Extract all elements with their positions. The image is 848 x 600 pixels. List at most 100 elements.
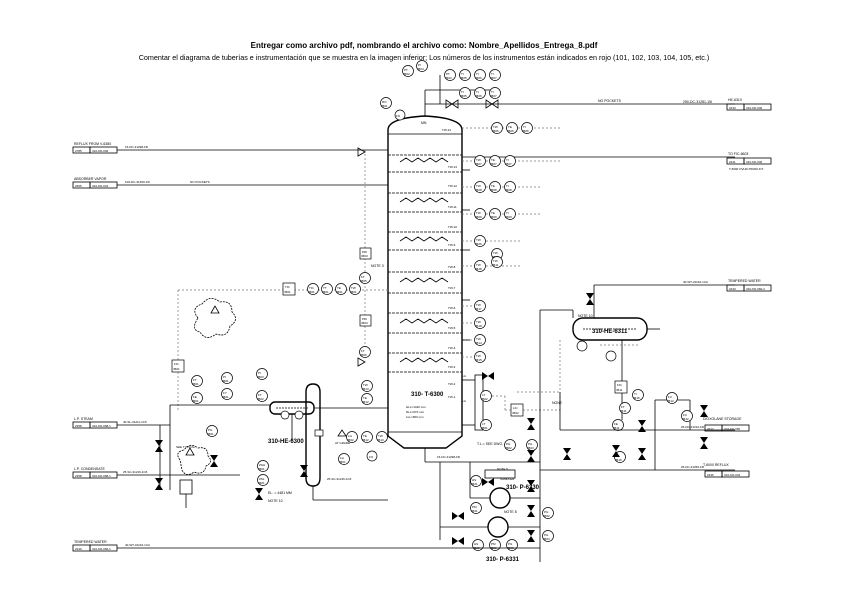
svg-text:TW: TW [476, 354, 481, 358]
svg-text:310-KD-046: 310-KD-046 [746, 106, 763, 110]
svg-text:TW: TW [493, 125, 498, 129]
svg-text:4506: 4506 [360, 353, 367, 357]
svg-text:4513: 4513 [362, 387, 369, 391]
svg-text:4501: 4501 [258, 481, 265, 485]
svg-text:TW-8: TW-8 [448, 265, 456, 269]
svg-text:TI: TI [461, 90, 464, 94]
svg-text:NO POCKETS: NO POCKETS [598, 99, 622, 103]
svg-text:PT: PT [446, 72, 450, 76]
svg-text:TI: TI [491, 72, 494, 76]
svg-text:310-KD-060-1: 310-KD-060-1 [92, 547, 111, 551]
svg-text:2433: 2433 [729, 106, 736, 110]
svg-text:TW-4: TW-4 [448, 346, 456, 350]
svg-text:TI: TI [506, 184, 509, 188]
svg-text:TE: TE [491, 158, 495, 162]
svg-text:TW-3: TW-3 [448, 365, 456, 369]
svg-text:4521: 4521 [471, 482, 478, 486]
svg-text:SAMPLER: SAMPLER [500, 477, 515, 481]
svg-text:4501: 4501 [284, 290, 291, 294]
svg-text:FIC: FIC [174, 362, 180, 366]
svg-text:4501: 4501 [173, 367, 180, 371]
svg-text:PG: PG [506, 442, 511, 446]
svg-text:4503: 4503 [257, 375, 264, 379]
svg-text:TW: TW [476, 320, 481, 324]
svg-text:TEMPERED WATER: TEMPERED WATER [728, 279, 761, 283]
svg-text:TI: TI [461, 72, 464, 76]
svg-text:FE: FE [614, 422, 618, 426]
svg-text:PI: PI [223, 375, 226, 379]
svg-text:SEE TYPICAL: SEE TYPICAL [176, 445, 196, 449]
svg-text:TW: TW [476, 238, 481, 242]
svg-text:LT: LT [482, 393, 485, 397]
svg-text:FE: FE [193, 395, 197, 399]
svg-text:4517: 4517 [475, 307, 482, 311]
svg-text:TW-2: TW-2 [448, 382, 456, 386]
svg-text:310-KD-068-1: 310-KD-068-1 [92, 474, 111, 478]
svg-text:TI: TI [506, 158, 509, 162]
column-tag: 310- T-6300 [411, 392, 444, 398]
svg-text:4507: 4507 [490, 76, 497, 80]
svg-text:FIC: FIC [617, 383, 623, 387]
svg-text:TW: TW [363, 383, 368, 387]
svg-text:RO: RO [382, 100, 387, 104]
svg-text:TW: TW [476, 158, 481, 162]
svg-text:TIC: TIC [309, 286, 315, 290]
svg-text:16-DC-31298-15I: 16-DC-31298-15I [125, 145, 148, 149]
svg-text:4511: 4511 [616, 388, 623, 392]
svg-text:FT: FT [258, 393, 262, 397]
svg-text:4511: 4511 [492, 263, 499, 267]
svg-text:4506: 4506 [475, 76, 482, 80]
column-hll: HLL=1440 mm [406, 405, 426, 409]
svg-text:4506: 4506 [522, 129, 529, 133]
svg-text:4505: 4505 [460, 94, 467, 98]
svg-text:LG: LG [348, 434, 353, 438]
svg-text:NOTE 8: NOTE 8 [504, 510, 517, 514]
svg-text:4501: 4501 [258, 467, 265, 471]
column-trays [388, 154, 462, 373]
svg-text:TW-1: TW-1 [448, 395, 456, 399]
svg-text:2358: 2358 [75, 424, 82, 428]
svg-text:4507: 4507 [505, 162, 512, 166]
svg-text:LG: LG [462, 399, 467, 403]
svg-text:4513: 4513 [377, 438, 384, 442]
svg-text:PM: PM [472, 505, 477, 509]
svg-text:25-DC-31256-15I: 25-DC-31256-15I [681, 465, 704, 469]
svg-text:310-KD-050: 310-KD-050 [724, 427, 741, 431]
svg-text:FT: FT [621, 405, 625, 409]
svg-text:LG: LG [462, 374, 467, 378]
assignment-title: Entregar como archivo pdf, nombrando el … [250, 41, 598, 50]
svg-text:NONE: NONE [552, 401, 563, 405]
svg-text:TW: TW [351, 286, 356, 290]
svg-text:4501: 4501 [207, 432, 214, 436]
svg-text:TW: TW [476, 211, 481, 215]
svg-text:2249: 2249 [75, 547, 82, 551]
svg-text:4515: 4515 [475, 358, 482, 362]
svg-text:TI: TI [634, 392, 637, 396]
svg-text:25-DC-31210-15I: 25-DC-31210-15I [681, 425, 704, 429]
svg-text:FC: FC [683, 413, 688, 417]
svg-text:4501: 4501 [381, 104, 388, 108]
svg-text:4508: 4508 [475, 188, 482, 192]
svg-text:4502: 4502 [543, 514, 550, 518]
svg-text:FO: FO [396, 114, 401, 118]
svg-text:TW-7: TW-7 [448, 286, 456, 290]
svg-text:TW-5: TW-5 [448, 326, 456, 330]
svg-text:4512: 4512 [682, 417, 689, 421]
svg-text:250-DC-31281-15I: 250-DC-31281-15I [683, 100, 712, 104]
svg-text:TE: TE [508, 125, 512, 129]
svg-text:FT: FT [361, 349, 365, 353]
svg-text:PDI: PDI [362, 317, 367, 321]
tray-labels: TW-14 TW-13 TW-12 TW-11 TW-10 TW-9 TW-8 … [442, 128, 457, 399]
svg-text:L.P. CONDENSATE: L.P. CONDENSATE [74, 467, 105, 471]
svg-text:PI: PI [418, 63, 421, 67]
svg-text:TW-9: TW-9 [448, 243, 456, 247]
svg-text:TW: TW [493, 251, 498, 255]
svg-text:4526: 4526 [475, 242, 482, 246]
svg-text:PG: PG [508, 542, 513, 546]
